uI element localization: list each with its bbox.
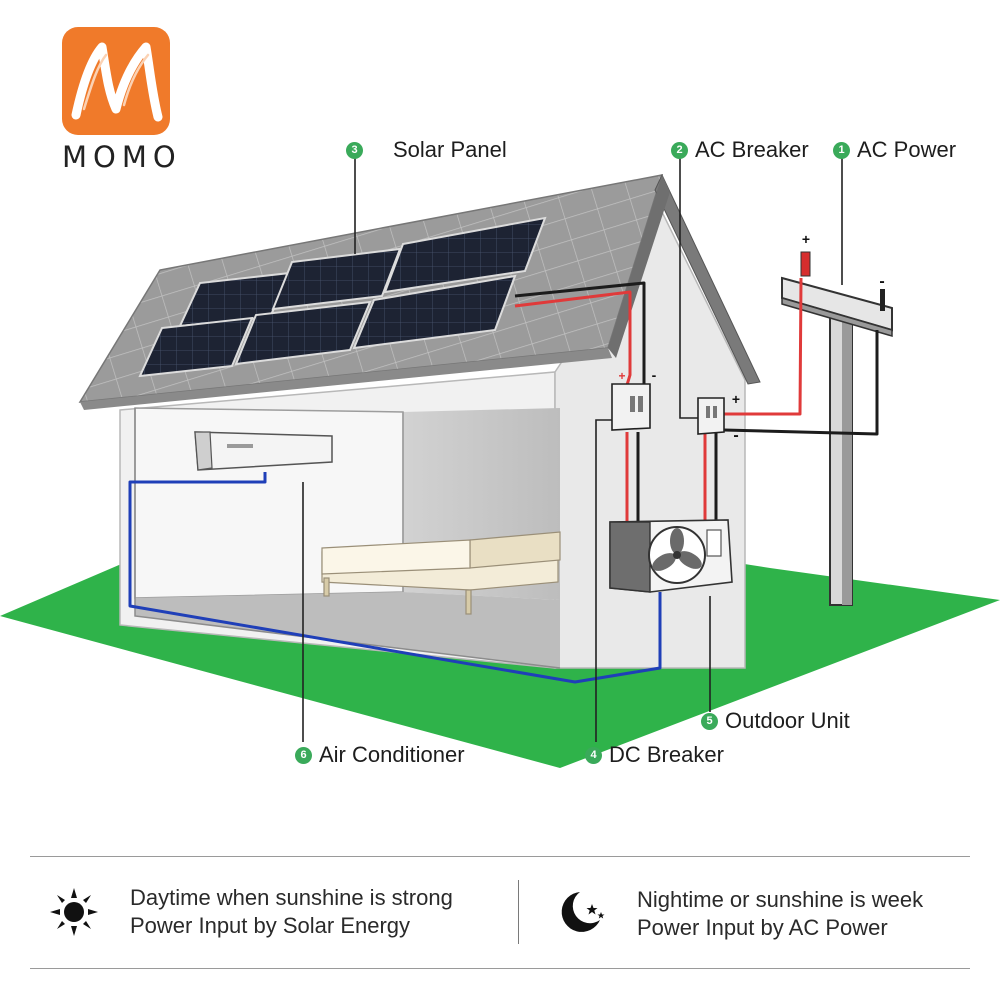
ac-positive-sign: +	[732, 391, 740, 407]
mode-daytime: Daytime when sunshine is strong Power In…	[130, 884, 453, 940]
brand-name: MOMO	[62, 140, 170, 174]
pole-positive-sign: +	[802, 231, 810, 247]
callout-number: 3	[346, 142, 363, 159]
callout-ac-power: 1 AC Power	[833, 137, 956, 163]
dc-positive-sign: +	[618, 369, 625, 383]
callout-outdoor-unit: 5 Outdoor Unit	[701, 708, 850, 734]
footer-divider	[518, 880, 519, 944]
callout-number: 4	[585, 747, 602, 764]
callout-solar-panel: 3 Solar Panel	[346, 137, 507, 163]
callout-number: 5	[701, 713, 718, 730]
callout-label: DC Breaker	[609, 742, 724, 768]
callout-air-conditioner: 6 Air Conditioner	[295, 742, 465, 768]
callout-ac-breaker: 2 AC Breaker	[671, 137, 809, 163]
footer-top-rule	[30, 856, 970, 857]
mode-line-2: Power Input by Solar Energy	[130, 912, 453, 940]
footer-bottom-rule	[30, 968, 970, 969]
callout-label: Air Conditioner	[319, 742, 465, 768]
ac-negative-sign: -	[733, 427, 738, 444]
callout-number: 1	[833, 142, 850, 159]
callout-dc-breaker: 4 DC Breaker	[585, 742, 724, 768]
callout-label: Outdoor Unit	[725, 708, 850, 734]
callout-label: AC Power	[857, 137, 956, 163]
mode-line-1: Nightime or sunshine is week	[637, 886, 923, 914]
mode-line-2: Power Input by AC Power	[637, 914, 923, 942]
pole-negative-sign: -	[879, 273, 884, 290]
callout-number: 2	[671, 142, 688, 159]
mode-nighttime: Nightime or sunshine is week Power Input…	[637, 886, 923, 942]
moon-stars-icon	[556, 886, 608, 938]
stylized-m-logo-icon	[62, 27, 170, 135]
callout-label: AC Breaker	[695, 137, 809, 163]
callout-label: Solar Panel	[393, 137, 507, 163]
sun-icon	[48, 886, 100, 938]
outdoor-ac-unit	[610, 520, 732, 592]
callout-number: 6	[295, 747, 312, 764]
mode-line-1: Daytime when sunshine is strong	[130, 884, 453, 912]
momo-logo	[62, 27, 170, 135]
dc-negative-sign: -	[652, 367, 657, 383]
